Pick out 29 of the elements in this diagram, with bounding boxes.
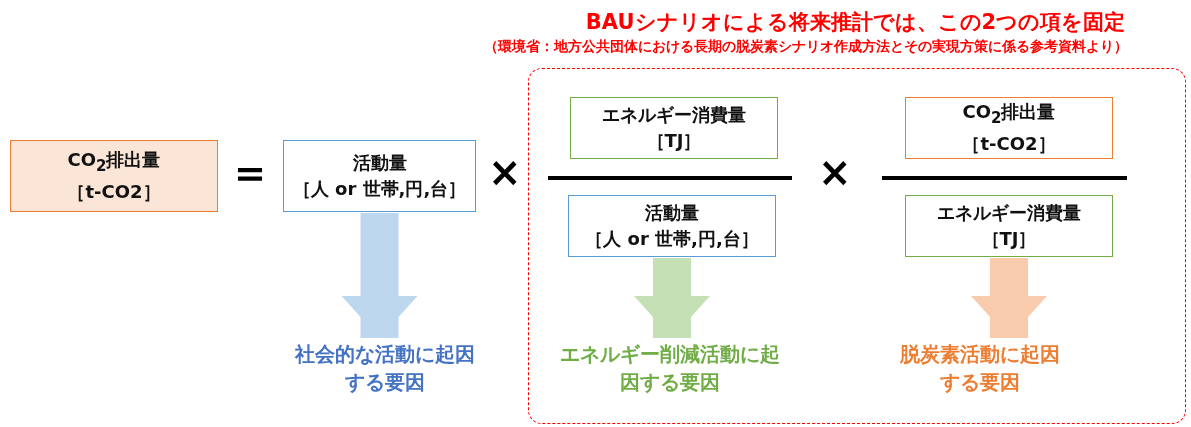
block-arrow <box>341 213 418 338</box>
formula-box <box>568 195 776 257</box>
quantity-name: 活動量 <box>352 151 407 175</box>
unit-label: ［t-CO2］ <box>67 179 161 204</box>
source-note: （環境省：地方公共団体における長期の脱炭素シナリオ作成方法とその実現方策に係る参考資料より） <box>482 38 1129 56</box>
factor-label: エネルギー削減活動に起因する要因 <box>555 340 785 400</box>
unit-label: ［TJ］ <box>646 129 702 153</box>
factor-label: 脱炭素活動に起因する要因 <box>895 340 1065 400</box>
multiply-sign: × <box>488 152 522 192</box>
formula-box <box>10 140 218 212</box>
multiply-sign: × <box>818 152 852 192</box>
unit-label: ［t-CO2］ <box>962 131 1056 156</box>
unit-label: ［人 or 世帯,円,台］ <box>585 227 759 251</box>
quantity-name: 活動量 <box>645 201 699 225</box>
formula-box <box>905 97 1113 159</box>
quantity-name: CO$_{2}$排出量 <box>962 100 1056 129</box>
formula-box <box>570 97 778 159</box>
quantity-name: エネルギー消費量 <box>602 103 746 127</box>
formula-box <box>283 140 476 212</box>
quantity-name: エネルギー消費量 <box>937 201 1081 225</box>
unit-label: ［TJ］ <box>981 227 1037 251</box>
block-arrow <box>971 258 1047 338</box>
factor-label: 社会的な活動に起因する要因 <box>290 340 480 400</box>
region-heading: BAUシナリオによる将来推計では、この2つの項を固定 <box>584 9 1127 36</box>
equals-sign: ＝ <box>228 150 272 194</box>
unit-label: ［人 or 世帯,円,台］ <box>292 177 467 201</box>
formula-box <box>905 195 1113 257</box>
quantity-name: CO$_{2}$排出量 <box>67 148 161 177</box>
block-arrow <box>634 258 710 338</box>
